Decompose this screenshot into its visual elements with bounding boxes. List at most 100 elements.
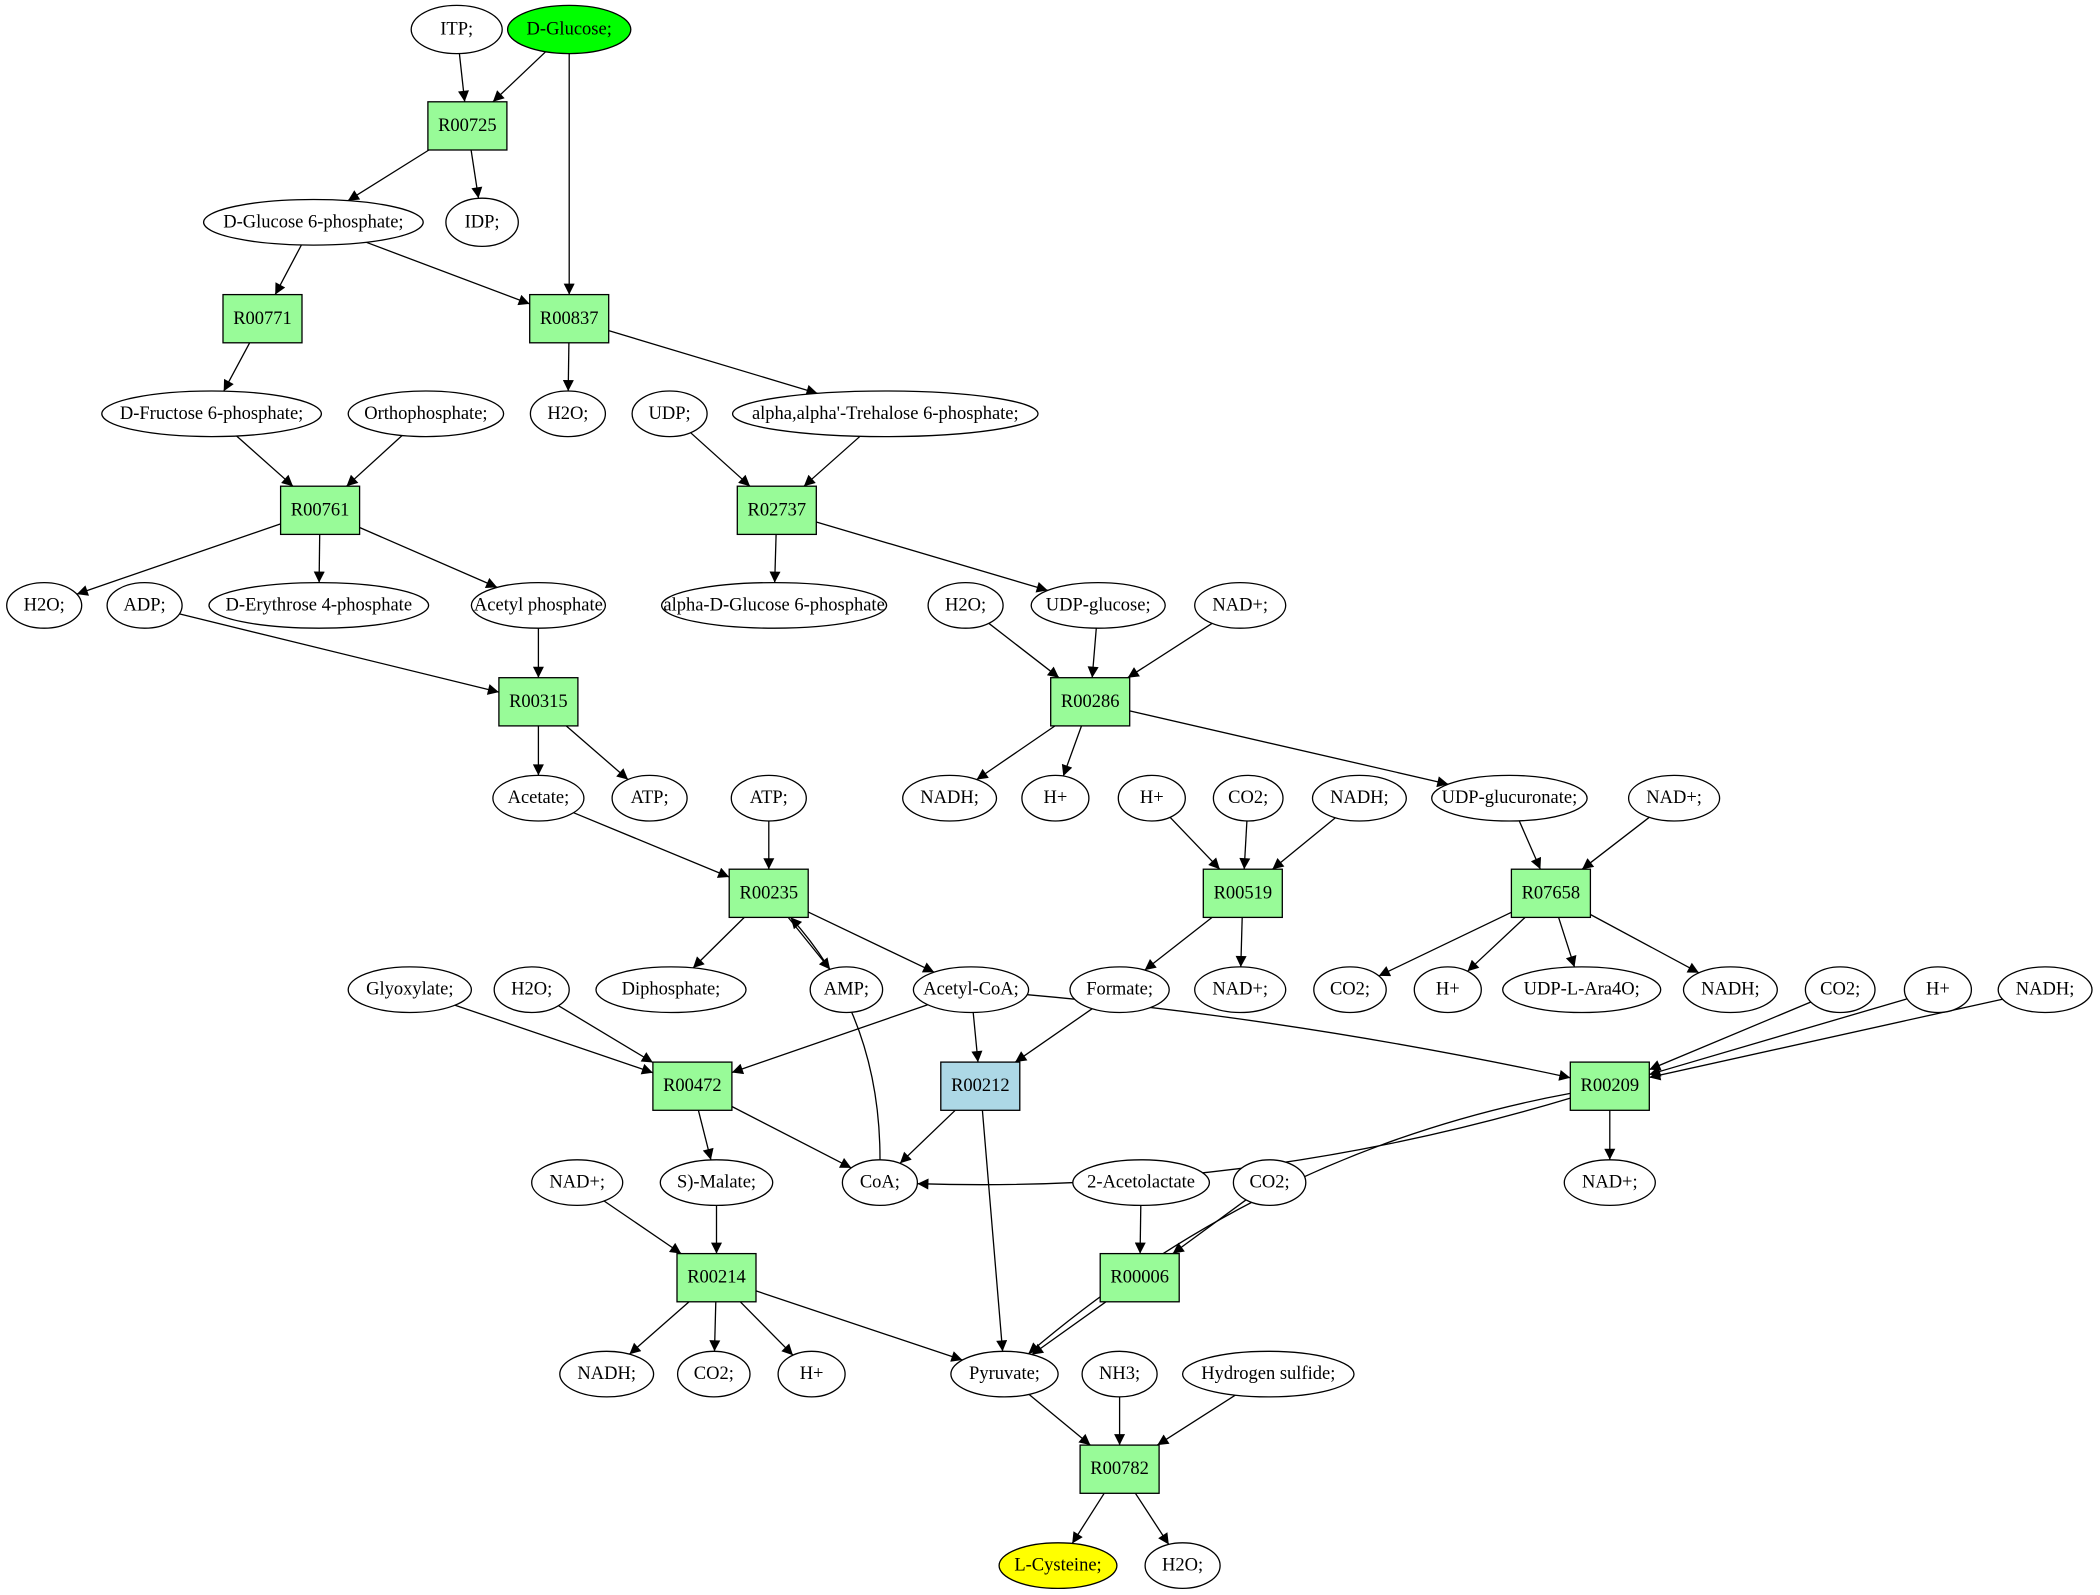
edge-r_R07658-to-c_udpara [1557, 917, 1577, 968]
edge-c_hp_4-to-r_R00209 [1649, 998, 1908, 1077]
edge-c_glyox-to-r_R00472 [454, 1004, 654, 1075]
edge-r_R00006-to-c_pyruvate [1031, 1301, 1107, 1356]
compound-label: alpha-D-Glucose 6-phosphate [663, 595, 884, 615]
compound-node-atp_2: ATP; [730, 774, 807, 822]
reaction-node-r00214: R00214 [676, 1252, 757, 1303]
edge-r_R07658-to-c_nadh_3 [1590, 913, 1700, 974]
edge-c_adp-to-r_R00315 [179, 613, 500, 695]
compound-label: NAD+; [1582, 1173, 1638, 1193]
compound-node-nad_2: NAD+; [1627, 774, 1721, 822]
reaction-node-r00006: R00006 [1099, 1252, 1180, 1303]
compound-node-adg6p: alpha-D-Glucose 6-phosphate [660, 581, 888, 629]
reaction-label: R00212 [951, 1076, 1010, 1096]
reaction-label: R00837 [540, 309, 599, 329]
edge-r_R00472-to-c_smalate [697, 1110, 714, 1161]
compound-label: NADH; [920, 788, 979, 808]
compound-ellipse [1081, 1350, 1158, 1398]
compound-label: Formate; [1086, 980, 1153, 1000]
compound-label: H+ [1044, 788, 1068, 808]
compound-node-t6p: alpha,alpha'-Trehalose 6-phosphate; [731, 390, 1039, 438]
compound-ellipse [998, 1542, 1118, 1590]
reaction-node-r00212: R00212 [940, 1061, 1021, 1111]
reaction-box [728, 868, 809, 919]
reaction-box [1079, 1444, 1160, 1494]
compound-label: NAD+; [1212, 980, 1268, 1000]
edge-c_pyruvate-to-r_R00782 [1028, 1393, 1091, 1446]
compound-node-acoa: Acetyl-CoA; [912, 966, 1030, 1014]
compound-node-glyox: Glyoxylate; [347, 966, 473, 1014]
compound-label: H2O; [945, 595, 986, 615]
compound-label: D-Erythrose 4-phosphate [226, 595, 413, 615]
compound-label: ITP; [440, 20, 473, 40]
compound-node-acetate: Acetate; [492, 774, 585, 822]
compound-label: Acetyl-CoA; [923, 980, 1019, 1000]
compound-label: Acetyl phosphate [474, 595, 603, 615]
compound-label: Diphosphate; [622, 980, 721, 1000]
compound-label: UDP-L-Ara4O; [1524, 980, 1640, 1000]
edge-c_formate-to-r_R00212 [1014, 1008, 1093, 1063]
compound-label: 2-Acetolactate [1087, 1173, 1195, 1193]
reaction-label: R00214 [687, 1268, 746, 1288]
compound-label: alpha,alpha'-Trehalose 6-phosphate; [752, 404, 1019, 424]
compound-ellipse [1117, 774, 1186, 822]
compound-ellipse [1069, 966, 1170, 1014]
compound-label: CO2; [1250, 1173, 1290, 1193]
compound-node-nadh_5: NADH; [559, 1350, 655, 1398]
reaction-node-r00725: R00725 [427, 101, 508, 151]
edge-r_R00315-to-c_atp_1 [565, 725, 629, 781]
compound-ellipse [1232, 1159, 1307, 1207]
reaction-box [940, 1061, 1021, 1111]
compound-node-co2_1: CO2; [1212, 774, 1284, 822]
compound-node-co2_3: CO2; [1804, 966, 1876, 1014]
reaction-node-r00209: R00209 [1569, 1061, 1650, 1111]
edge-r_R00286-to-c_hp_1 [1061, 725, 1083, 777]
compound-ellipse [101, 390, 323, 438]
compound-ellipse [1682, 966, 1778, 1014]
reaction-label: R00006 [1110, 1268, 1169, 1288]
edge-r_R00235-to-c_amp [787, 916, 831, 970]
edge-c_h2o_4-to-r_R00472 [558, 1005, 654, 1064]
edge-c_itp-to-r_R00725 [458, 53, 469, 102]
compound-ellipse [347, 390, 505, 438]
compound-label: H2O; [511, 980, 552, 1000]
compound-node-h2o_4: H2O; [493, 966, 570, 1014]
compound-node-itp: ITP; [410, 4, 503, 55]
edge-r_R00472-to-c_coa [731, 1105, 852, 1169]
compound-label: Glyoxylate; [366, 980, 453, 1000]
compound-label: H+ [1436, 980, 1460, 1000]
compound-ellipse [529, 390, 607, 438]
reaction-box [222, 293, 303, 344]
compound-label: H+ [800, 1364, 824, 1384]
compound-label: Acetate; [508, 788, 570, 808]
compound-label: NADH; [1330, 788, 1389, 808]
compound-node-idp: IDP; [445, 197, 519, 248]
compound-node-atp_1: ATP; [611, 774, 688, 822]
edge-c_hp_2-to-r_R00519 [1169, 816, 1221, 870]
compound-node-nadh_2: NADH; [1311, 774, 1407, 822]
compound-ellipse [202, 198, 424, 246]
reaction-label: R00286 [1061, 692, 1120, 712]
reaction-node-r00286: R00286 [1050, 677, 1131, 727]
edge-r_R00214-to-c_nadh_5 [628, 1301, 690, 1355]
compound-node-udp: UDP; [631, 390, 708, 438]
compound-node-hp_4: H+ [1903, 966, 1973, 1014]
edge-r_R00725-to-c_g6p [347, 149, 430, 202]
edge-r_R00761-to-c_h2o_1 [76, 523, 281, 596]
compound-node-acetolac: 2-Acetolactate [1072, 1159, 1211, 1207]
edge-r_R00235-to-c_acoa [808, 911, 935, 973]
edge-c_g6p-to-r_R00837 [366, 241, 530, 306]
compound-node-nad_3: NAD+; [1194, 966, 1287, 1014]
edge-c_nadh_2-to-r_R00519 [1271, 817, 1336, 870]
compound-ellipse [445, 197, 519, 248]
compound-ellipse [731, 390, 1039, 438]
compound-ellipse [659, 1159, 774, 1207]
compound-label: Hydrogen sulfide; [1201, 1364, 1335, 1384]
compound-ellipse [1030, 581, 1166, 629]
compound-label: H+ [1926, 980, 1950, 1000]
compound-node-pyruvate: Pyruvate; [950, 1350, 1059, 1398]
compound-ellipse [106, 581, 183, 629]
reaction-box [498, 677, 579, 727]
compound-node-udpglc: UDP-glucose; [1030, 581, 1166, 629]
compound-node-udpara: UDP-L-Ara4O; [1502, 966, 1662, 1014]
edge-r_R00286-to-c_nadh_1 [976, 725, 1056, 781]
